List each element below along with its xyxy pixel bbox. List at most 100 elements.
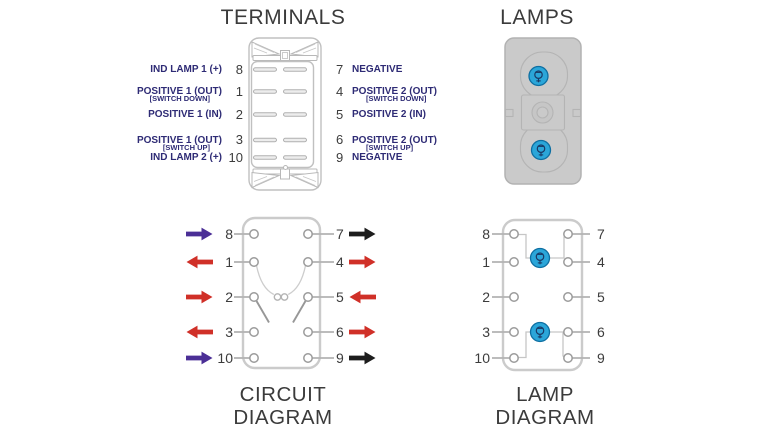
lamp-terminal-number: 7: [597, 226, 605, 242]
circuit-terminal-number: 1: [225, 254, 233, 270]
indicator-lamp-icon: [530, 139, 552, 161]
terminal-slot: [283, 137, 307, 143]
pivot-contact-left: [273, 293, 282, 301]
flow-arrow-right: [349, 351, 376, 365]
terminal-label: POSITIVE 2 (OUT): [352, 86, 438, 97]
circuit-switch-body: [241, 216, 322, 370]
terminal-label: POSITIVE 2 (IN): [352, 109, 426, 120]
lamp-terminal-number: 9: [597, 350, 605, 366]
lamp-terminal-number: 5: [597, 289, 605, 305]
switch-lever-left: [255, 300, 270, 323]
red-arrow-icon: [349, 255, 376, 269]
terminal-slot: [253, 67, 277, 72]
circuit-terminal-number: 10: [217, 350, 233, 366]
terminal-number: 2: [235, 106, 243, 122]
left-side-tab: [504, 108, 514, 118]
flow-arrow-left: [349, 290, 376, 304]
terminal-label: NEGATIVE: [352, 64, 403, 75]
red-arrow-icon: [349, 290, 376, 304]
terminal-pin: [563, 292, 573, 302]
circuit-terminal-number: 3: [225, 324, 233, 340]
terminal-sublabel: [SWITCH DOWN]: [366, 94, 427, 103]
terminal-number: 7: [336, 61, 344, 77]
terminal-slot: [283, 67, 307, 72]
indicator-lamp-icon: [529, 321, 551, 343]
terminal-pin: [303, 327, 313, 337]
switch-lever-right: [292, 300, 307, 323]
terminal-pin: [563, 327, 573, 337]
wire-terminal10-to-lamp2: [518, 331, 531, 359]
right-side-tab: [572, 108, 582, 118]
circuit-terminal-number: 7: [336, 226, 344, 242]
terminal-pin: [249, 327, 259, 337]
terminal-label: IND LAMP 1 (+): [150, 64, 222, 75]
terminal-pin: [509, 327, 519, 337]
lamp-title-line2: DIAGRAM: [495, 406, 595, 429]
terminal-number: 6: [336, 132, 344, 147]
terminal-sublabel: [SWITCH DOWN]: [149, 94, 210, 103]
circuit-terminal-number: 9: [336, 350, 344, 366]
terminal-slot: [253, 137, 277, 143]
circuit-terminal-number: 8: [225, 226, 233, 242]
circuit-title-line1: CIRCUIT: [239, 383, 327, 406]
red-arrow-icon: [349, 325, 376, 339]
wire-lamp1-to-terminal7: [549, 236, 565, 259]
terminal-number: 3: [235, 132, 243, 147]
terminal-pin: [303, 229, 313, 239]
terminal-sublabel: [SWITCH UP]: [366, 142, 414, 152]
terminal-slot: [253, 112, 277, 117]
top-center-tab: [280, 50, 290, 61]
terminal-label: NEGATIVE: [352, 152, 403, 163]
terminal-label: POSITIVE 1 (OUT): [136, 86, 222, 97]
flow-arrow-right: [186, 290, 213, 304]
purple-arrow-icon: [186, 227, 213, 241]
terminal-number: 9: [336, 149, 344, 165]
lamp-terminal-number: 4: [597, 254, 605, 270]
circuit-diagram-drawing: [234, 216, 334, 370]
terminal-number: 1: [235, 83, 243, 99]
red-arrow-icon: [186, 290, 213, 304]
lamp-terminal-number: 10: [474, 350, 490, 366]
terminal-number: 8: [235, 61, 243, 77]
terminal-slot: [283, 155, 307, 160]
terminal-pin: [563, 229, 573, 239]
contact-curve-right: [287, 265, 307, 296]
lamps-title: LAMPS: [500, 6, 574, 29]
pivot-contact-right: [280, 293, 289, 301]
terminal-slot: [253, 89, 277, 94]
flow-arrow-right: [349, 325, 376, 339]
flow-arrow-right: [349, 227, 376, 241]
bottom-notch: [283, 165, 288, 170]
contact-curve-left: [255, 265, 275, 296]
terminal-pin: [509, 229, 519, 239]
terminal-pin: [249, 292, 259, 302]
circuit-terminal-number: 4: [336, 254, 344, 270]
terminals-title: TERMINALS: [220, 6, 346, 29]
lamp-terminal-number: 2: [482, 289, 490, 305]
terminal-number: 10: [228, 149, 243, 165]
black-arrow-icon: [349, 227, 376, 241]
terminal-pin: [563, 257, 573, 267]
flow-arrow-right: [349, 255, 376, 269]
terminal-slot: [253, 155, 277, 160]
switch-front-lamps-drawing: [504, 37, 582, 185]
lamp-terminal-number: 8: [482, 226, 490, 242]
purple-arrow-icon: [186, 351, 213, 365]
terminal-number: 5: [336, 106, 344, 122]
terminal-pin: [249, 353, 259, 363]
center-pivot-inner: [536, 106, 549, 119]
bottom-center-tab: [280, 168, 290, 180]
lamp-terminal-number: 6: [597, 324, 605, 340]
switch-rear-terminals-drawing: [248, 37, 322, 191]
indicator-lamp-icon: [528, 65, 549, 87]
red-arrow-icon: [186, 325, 213, 339]
flow-arrow-left: [186, 255, 213, 269]
flow-arrow-left: [186, 325, 213, 339]
terminal-pin: [249, 257, 259, 267]
terminal-sublabel: [SWITCH UP]: [162, 142, 210, 152]
terminal-pin: [563, 353, 573, 363]
lamp-diagram-title: LAMP DIAGRAM: [445, 383, 645, 429]
terminal-pin: [509, 292, 519, 302]
terminal-label: POSITIVE 2 (OUT): [352, 134, 438, 146]
